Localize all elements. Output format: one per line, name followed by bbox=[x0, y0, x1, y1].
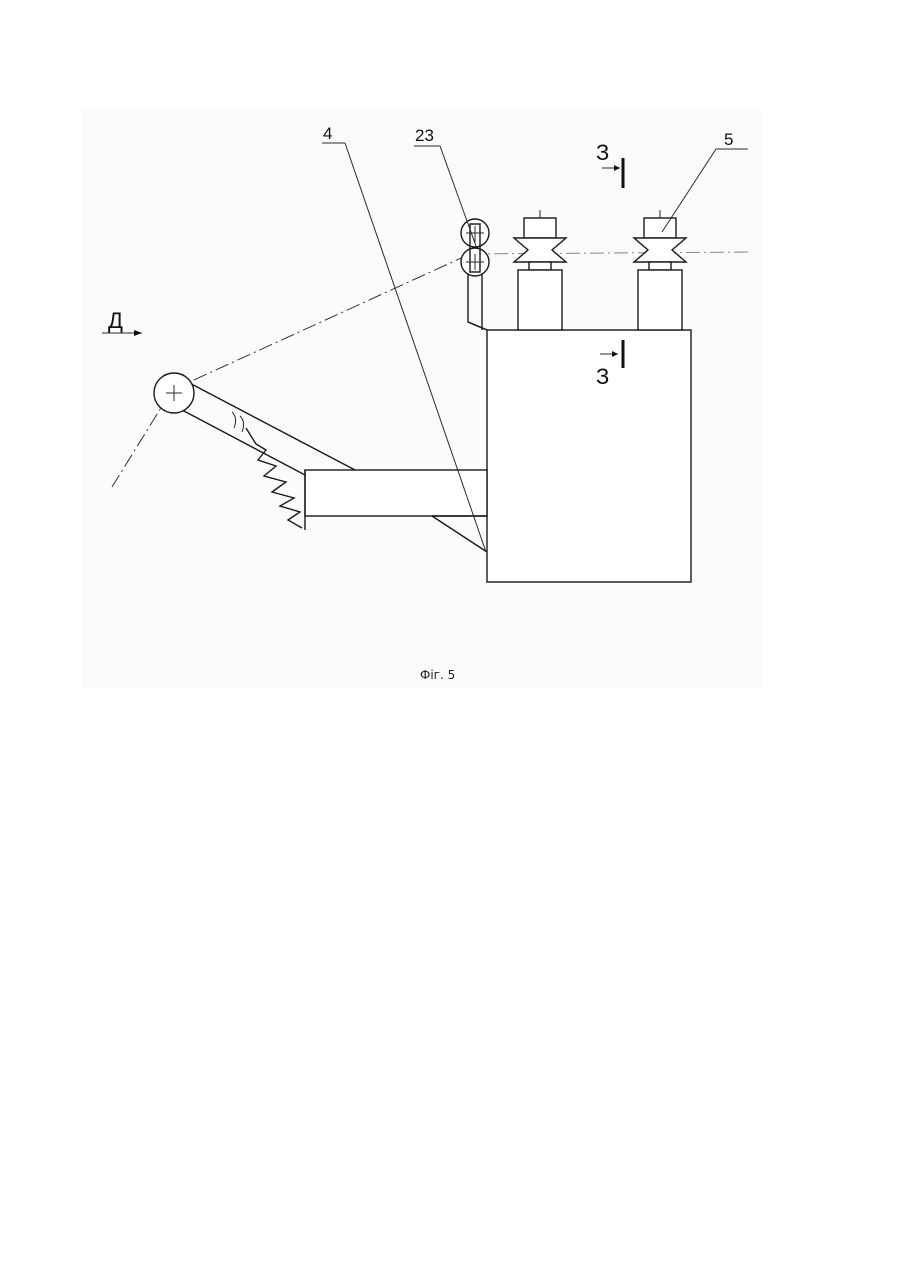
figure-caption: Фіг. 5 bbox=[420, 668, 455, 682]
left-pulley bbox=[154, 373, 194, 413]
label-section-top: З bbox=[596, 140, 609, 165]
spring bbox=[246, 428, 302, 528]
roller-assembly-23 bbox=[461, 219, 489, 330]
label-part-4: 4 bbox=[323, 124, 332, 143]
label-section-bottom: З bbox=[596, 364, 609, 389]
label-part-5: 5 bbox=[724, 130, 733, 149]
horizontal-beam bbox=[305, 470, 487, 552]
label-part-23: 23 bbox=[415, 126, 434, 145]
insulator-right bbox=[634, 210, 686, 330]
insulator-left bbox=[514, 210, 566, 330]
housing-box bbox=[487, 330, 691, 582]
label-view-d: Д bbox=[108, 308, 123, 333]
